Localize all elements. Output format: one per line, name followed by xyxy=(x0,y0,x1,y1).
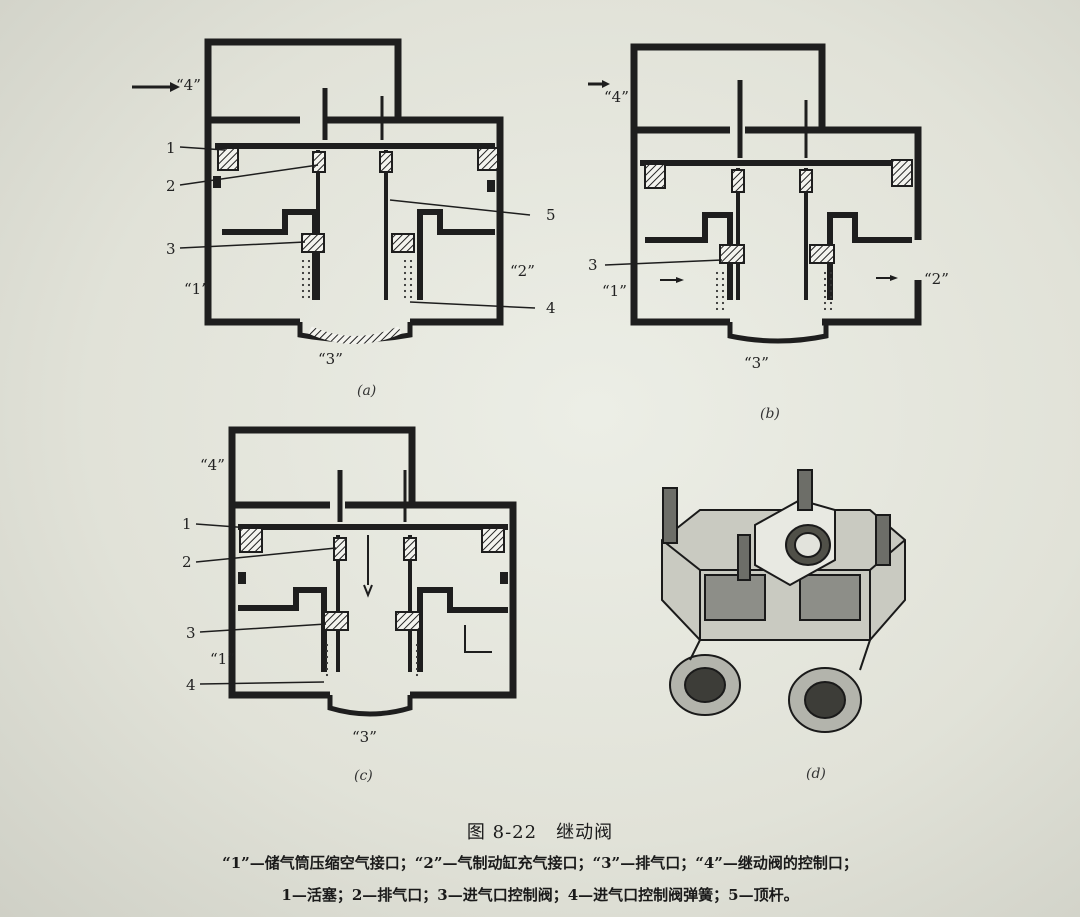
diagram-a-port-3-label: “3” xyxy=(318,350,343,368)
diagram-d-sublabel: (d) xyxy=(806,766,826,782)
diagram-b xyxy=(588,43,922,344)
diagram-c-port-1-label: “1” xyxy=(210,650,235,668)
diagram-c-part-4-number: 4 xyxy=(186,676,196,694)
figure-title: 图 8-22 继动阀 xyxy=(466,822,614,843)
diagram-a-part-1-number: 1 xyxy=(166,139,176,157)
diagram-c-part-1-number: 1 xyxy=(182,515,192,533)
caption-port-legend: “1”—储气筒压缩空气接口；“2”—气制动缸充气接口；“3”—排气口；“4”—继… xyxy=(222,854,858,872)
caption-part-legend: 1—活塞；2—排气口；3—进气口控制阀；4—进气口控制阀弹簧；5—顶杆。 xyxy=(281,886,799,904)
diagram-b-sublabel: (b) xyxy=(760,406,780,422)
diagram-b-port-4-label: “4” xyxy=(604,88,629,106)
diagram-a-port-1-label: “1” xyxy=(184,280,209,298)
diagram-a-part-3-number: 3 xyxy=(166,240,176,258)
diagram-c-port-4-label: “4” xyxy=(200,456,225,474)
diagram-b-port-2-label: “2” xyxy=(924,270,949,288)
diagram-c-part-3-number: 3 xyxy=(186,624,196,642)
diagram-b-part-3-number: 3 xyxy=(588,256,598,274)
diagram-c-sublabel: (c) xyxy=(354,768,373,784)
diagram-c-port-3-label: “3” xyxy=(352,728,377,746)
diagram-a-part-4-number: 4 xyxy=(546,299,556,317)
diagram-c-part-2-number: 2 xyxy=(182,553,192,571)
diagram-a-port-4-label: “4” xyxy=(176,76,201,94)
diagram-a-sublabel: (a) xyxy=(357,383,377,399)
diagram-b-port-1-label: “1” xyxy=(602,282,627,300)
diagram-d-relay-valve-exterior xyxy=(661,469,906,733)
diagram-a-part-5-number: 5 xyxy=(546,206,556,224)
diagram-a xyxy=(132,38,536,344)
diagram-c xyxy=(195,426,517,717)
diagram-a-part-2-number: 2 xyxy=(166,177,176,195)
diagram-a-port-2-label: “2” xyxy=(510,262,535,280)
diagram-b-port-3-label: “3” xyxy=(744,354,769,372)
